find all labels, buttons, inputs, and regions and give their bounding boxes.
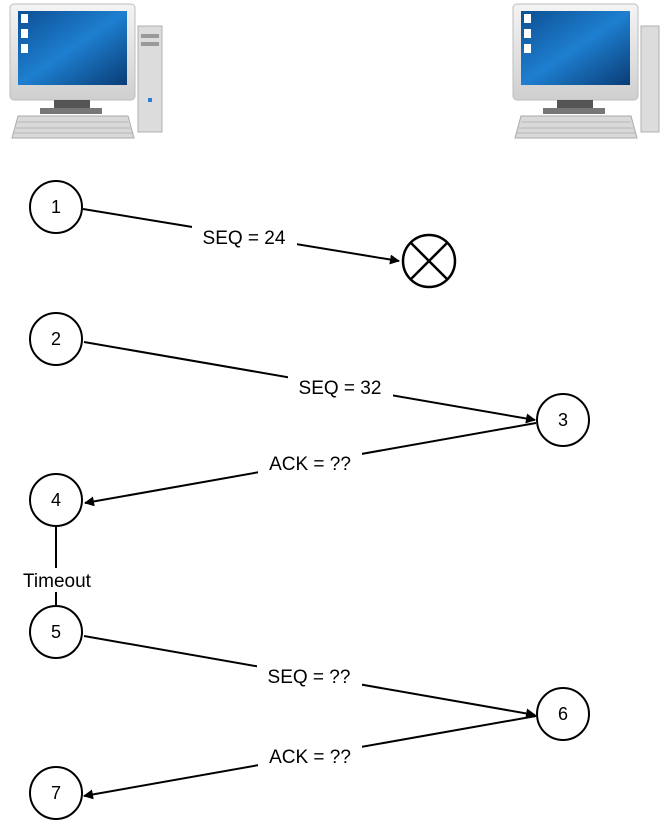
edge-label-seq-32: SEQ = 32 [288,375,393,399]
edge-label-ack-2: ACK = ?? [258,744,362,768]
svg-text:SEQ = 24: SEQ = 24 [203,228,286,249]
svg-text:3: 3 [558,410,568,430]
node-7: 7 [29,766,83,820]
svg-text:6: 6 [558,704,568,724]
node-2: 2 [29,312,83,366]
node-6: 6 [536,687,590,741]
svg-text:5: 5 [51,622,61,642]
svg-text:SEQ = 32: SEQ = 32 [299,378,382,399]
svg-text:ACK = ??: ACK = ?? [269,747,351,768]
edge-label-ack-1: ACK = ?? [258,451,362,475]
edge-label-seq-unknown: SEQ = ?? [257,664,362,688]
svg-text:2: 2 [51,329,61,349]
svg-text:Timeout: Timeout [23,571,92,592]
svg-text:SEQ = ??: SEQ = ?? [268,667,351,688]
timeout-label: Timeout [12,568,102,592]
left-computer-icon [9,3,163,139]
node-3: 3 [536,393,590,447]
svg-text:ACK = ??: ACK = ?? [269,454,351,475]
node-5: 5 [29,605,83,659]
right-computer-icon [512,3,660,139]
svg-text:7: 7 [51,783,61,803]
node-1: 1 [29,180,83,234]
node-4: 4 [29,473,83,527]
svg-text:1: 1 [51,197,61,217]
packet-lost-icon [401,233,457,289]
svg-text:4: 4 [51,490,61,510]
edge-label-seq-24: SEQ = 24 [192,225,297,249]
